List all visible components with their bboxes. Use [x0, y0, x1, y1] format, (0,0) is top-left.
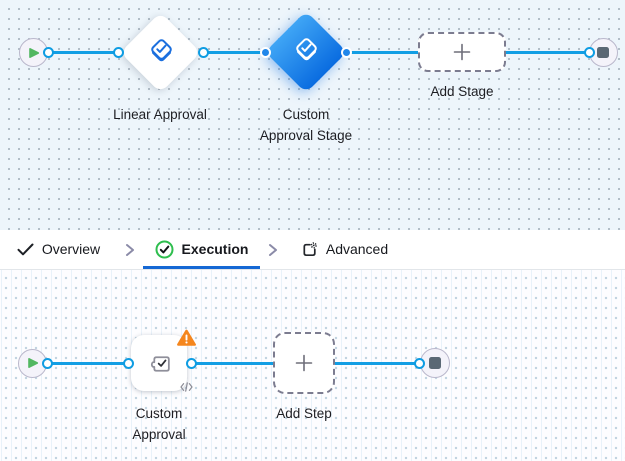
play-icon — [28, 47, 39, 58]
approval-diamond-icon — [150, 38, 172, 61]
connector-line — [47, 362, 128, 365]
end-node[interactable] — [588, 38, 618, 67]
connector-line — [48, 51, 118, 54]
add-step-button[interactable] — [273, 332, 335, 394]
play-icon — [27, 358, 38, 368]
connector-line — [347, 51, 418, 54]
connector-port[interactable] — [42, 357, 53, 369]
check-icon — [17, 243, 34, 255]
connector-port[interactable] — [185, 357, 197, 369]
warning-icon — [177, 329, 196, 351]
connector-line — [505, 51, 589, 54]
stop-icon — [597, 46, 609, 59]
tab-advanced[interactable]: Advanced — [286, 230, 403, 269]
chevron-right-icon — [126, 243, 134, 256]
chevron-right-icon — [269, 243, 277, 256]
connector-port[interactable] — [414, 357, 425, 369]
add-step-label: Add Step — [276, 406, 332, 421]
stage-node-linear-approval[interactable] — [120, 11, 201, 93]
settings-square-icon — [303, 241, 317, 256]
step-canvas[interactable]: Custom Approval Add Step — [0, 270, 625, 461]
connector-line — [191, 362, 273, 365]
code-badge-icon — [180, 379, 193, 397]
stage-canvas[interactable]: Linear Approval Custom Approval Stage Ad… — [0, 0, 625, 230]
approval-diamond-icon — [296, 38, 317, 61]
builder-tab-bar: Overview Execution Advanced — [0, 230, 625, 270]
tab-execution[interactable]: Execution — [143, 230, 260, 269]
add-stage-label: Add Stage — [430, 84, 494, 99]
step-label: Custom Approval — [132, 406, 186, 442]
connector-port[interactable] — [583, 46, 595, 58]
connector-port[interactable] — [260, 46, 271, 58]
puzzle-check-icon — [150, 355, 170, 372]
tab-label: Execution — [181, 241, 249, 257]
tab-separator — [260, 230, 286, 269]
stage-label: Linear Approval — [113, 107, 207, 122]
connector-port[interactable] — [42, 46, 54, 58]
plus-icon — [453, 43, 471, 61]
plus-icon — [295, 354, 313, 372]
connector-port[interactable] — [122, 357, 134, 369]
add-stage-button[interactable] — [418, 32, 506, 72]
tab-label: Overview — [41, 241, 101, 257]
tab-overview[interactable]: Overview — [0, 230, 117, 269]
stop-icon — [429, 357, 441, 369]
connector-port[interactable] — [197, 46, 209, 58]
tab-separator — [117, 230, 143, 269]
stage-label: Custom Approval Stage — [259, 107, 353, 143]
connector-line — [335, 362, 419, 365]
stage-node-custom-approval-stage[interactable] — [264, 10, 348, 94]
tab-label: Advanced — [325, 241, 389, 257]
connector-line — [203, 51, 266, 54]
check-circle-green-icon — [155, 240, 174, 258]
connector-port[interactable] — [112, 46, 124, 58]
connector-port[interactable] — [341, 46, 352, 58]
